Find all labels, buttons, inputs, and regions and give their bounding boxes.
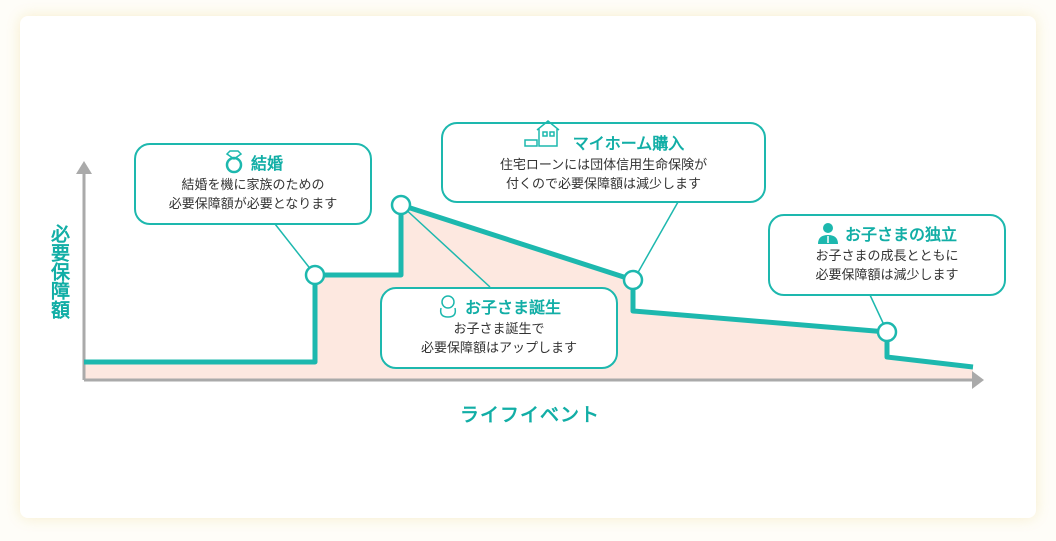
callout-title: お子さま誕生 [464,298,561,317]
marker-independence [876,321,898,343]
marker-home [622,269,644,291]
callout-text: お子さま誕生で [453,322,545,337]
coverage-line [84,202,974,370]
callout-marriage: 結婚 結婚を機に家族のための必要保障額が必要となります [134,143,372,225]
x-axis-arrow [972,371,984,389]
callout-text: お子さまの成長とともに [815,249,959,264]
callout-text: 付くので必要保障額は減少します [505,177,701,192]
callout-text: 結婚を機に家族のための [181,178,325,193]
house-icon [523,120,560,147]
callout-birth: お子さま誕生 お子さま誕生で必要保障額はアップします [380,287,618,369]
baby-icon [439,295,457,318]
person-icon [817,223,838,244]
callout-text: 住宅ローンには団体信用生命保険が [499,158,708,173]
marker-birth [390,194,412,216]
callout-title: マイホーム購入 [572,134,685,153]
x-axis-label: ライフイベント [459,404,600,426]
y-axis-arrow [76,161,92,174]
callout-text: 必要保障額はアップします [420,341,577,356]
marker-marriage [304,264,326,286]
callout-home: マイホーム購入 住宅ローンには団体信用生命保険が付くので必要保障額は減少します [441,120,766,203]
callout-title: 結婚 [250,154,283,173]
callout-text: 必要保障額は減少します [815,268,959,283]
ring-icon [225,150,243,174]
callout-title: お子さまの独立 [844,225,957,244]
callout-text: 必要保障額が必要となります [168,197,338,212]
callout-independence: お子さまの独立 お子さまの成長とともに必要保障額は減少します [768,214,1006,296]
connector-lines [274,201,885,326]
y-axis-label: 必要保障額 [48,224,70,319]
